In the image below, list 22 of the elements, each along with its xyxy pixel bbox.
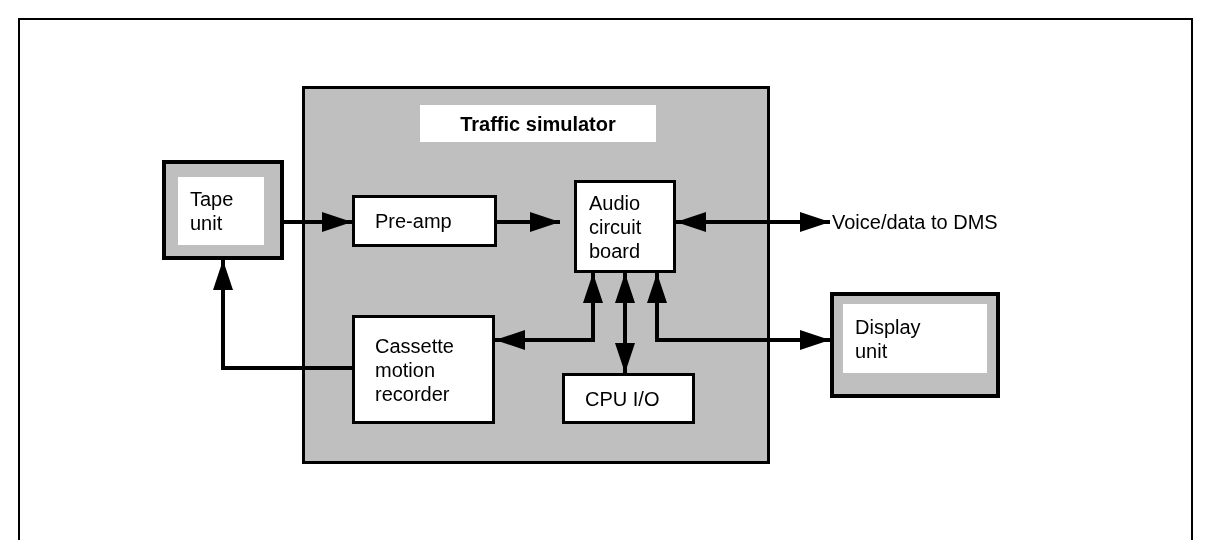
component-label: Audio circuit board [589, 190, 643, 263]
device-label: Tape unit [178, 177, 264, 245]
component-box [352, 315, 495, 424]
component-box [562, 373, 695, 424]
system-panel [302, 86, 770, 464]
component-box [352, 195, 497, 247]
arrow [497, 212, 560, 232]
component-label: Pre-amp [375, 209, 452, 233]
component-label: Cassette motion recorder [375, 333, 455, 406]
output-label: Voice/data to DMS [832, 210, 998, 234]
component-box [574, 180, 676, 273]
device-box [162, 160, 284, 260]
arrow [495, 273, 603, 350]
component-label: CPU I/O [585, 386, 660, 411]
arrow [647, 273, 830, 350]
arrow [615, 273, 635, 373]
device-label: Display unit [843, 304, 987, 373]
device-box [830, 292, 1000, 398]
panel-title: Traffic simulator [420, 105, 656, 142]
arrow [676, 212, 830, 232]
arrow [284, 212, 352, 232]
arrow [213, 260, 352, 370]
